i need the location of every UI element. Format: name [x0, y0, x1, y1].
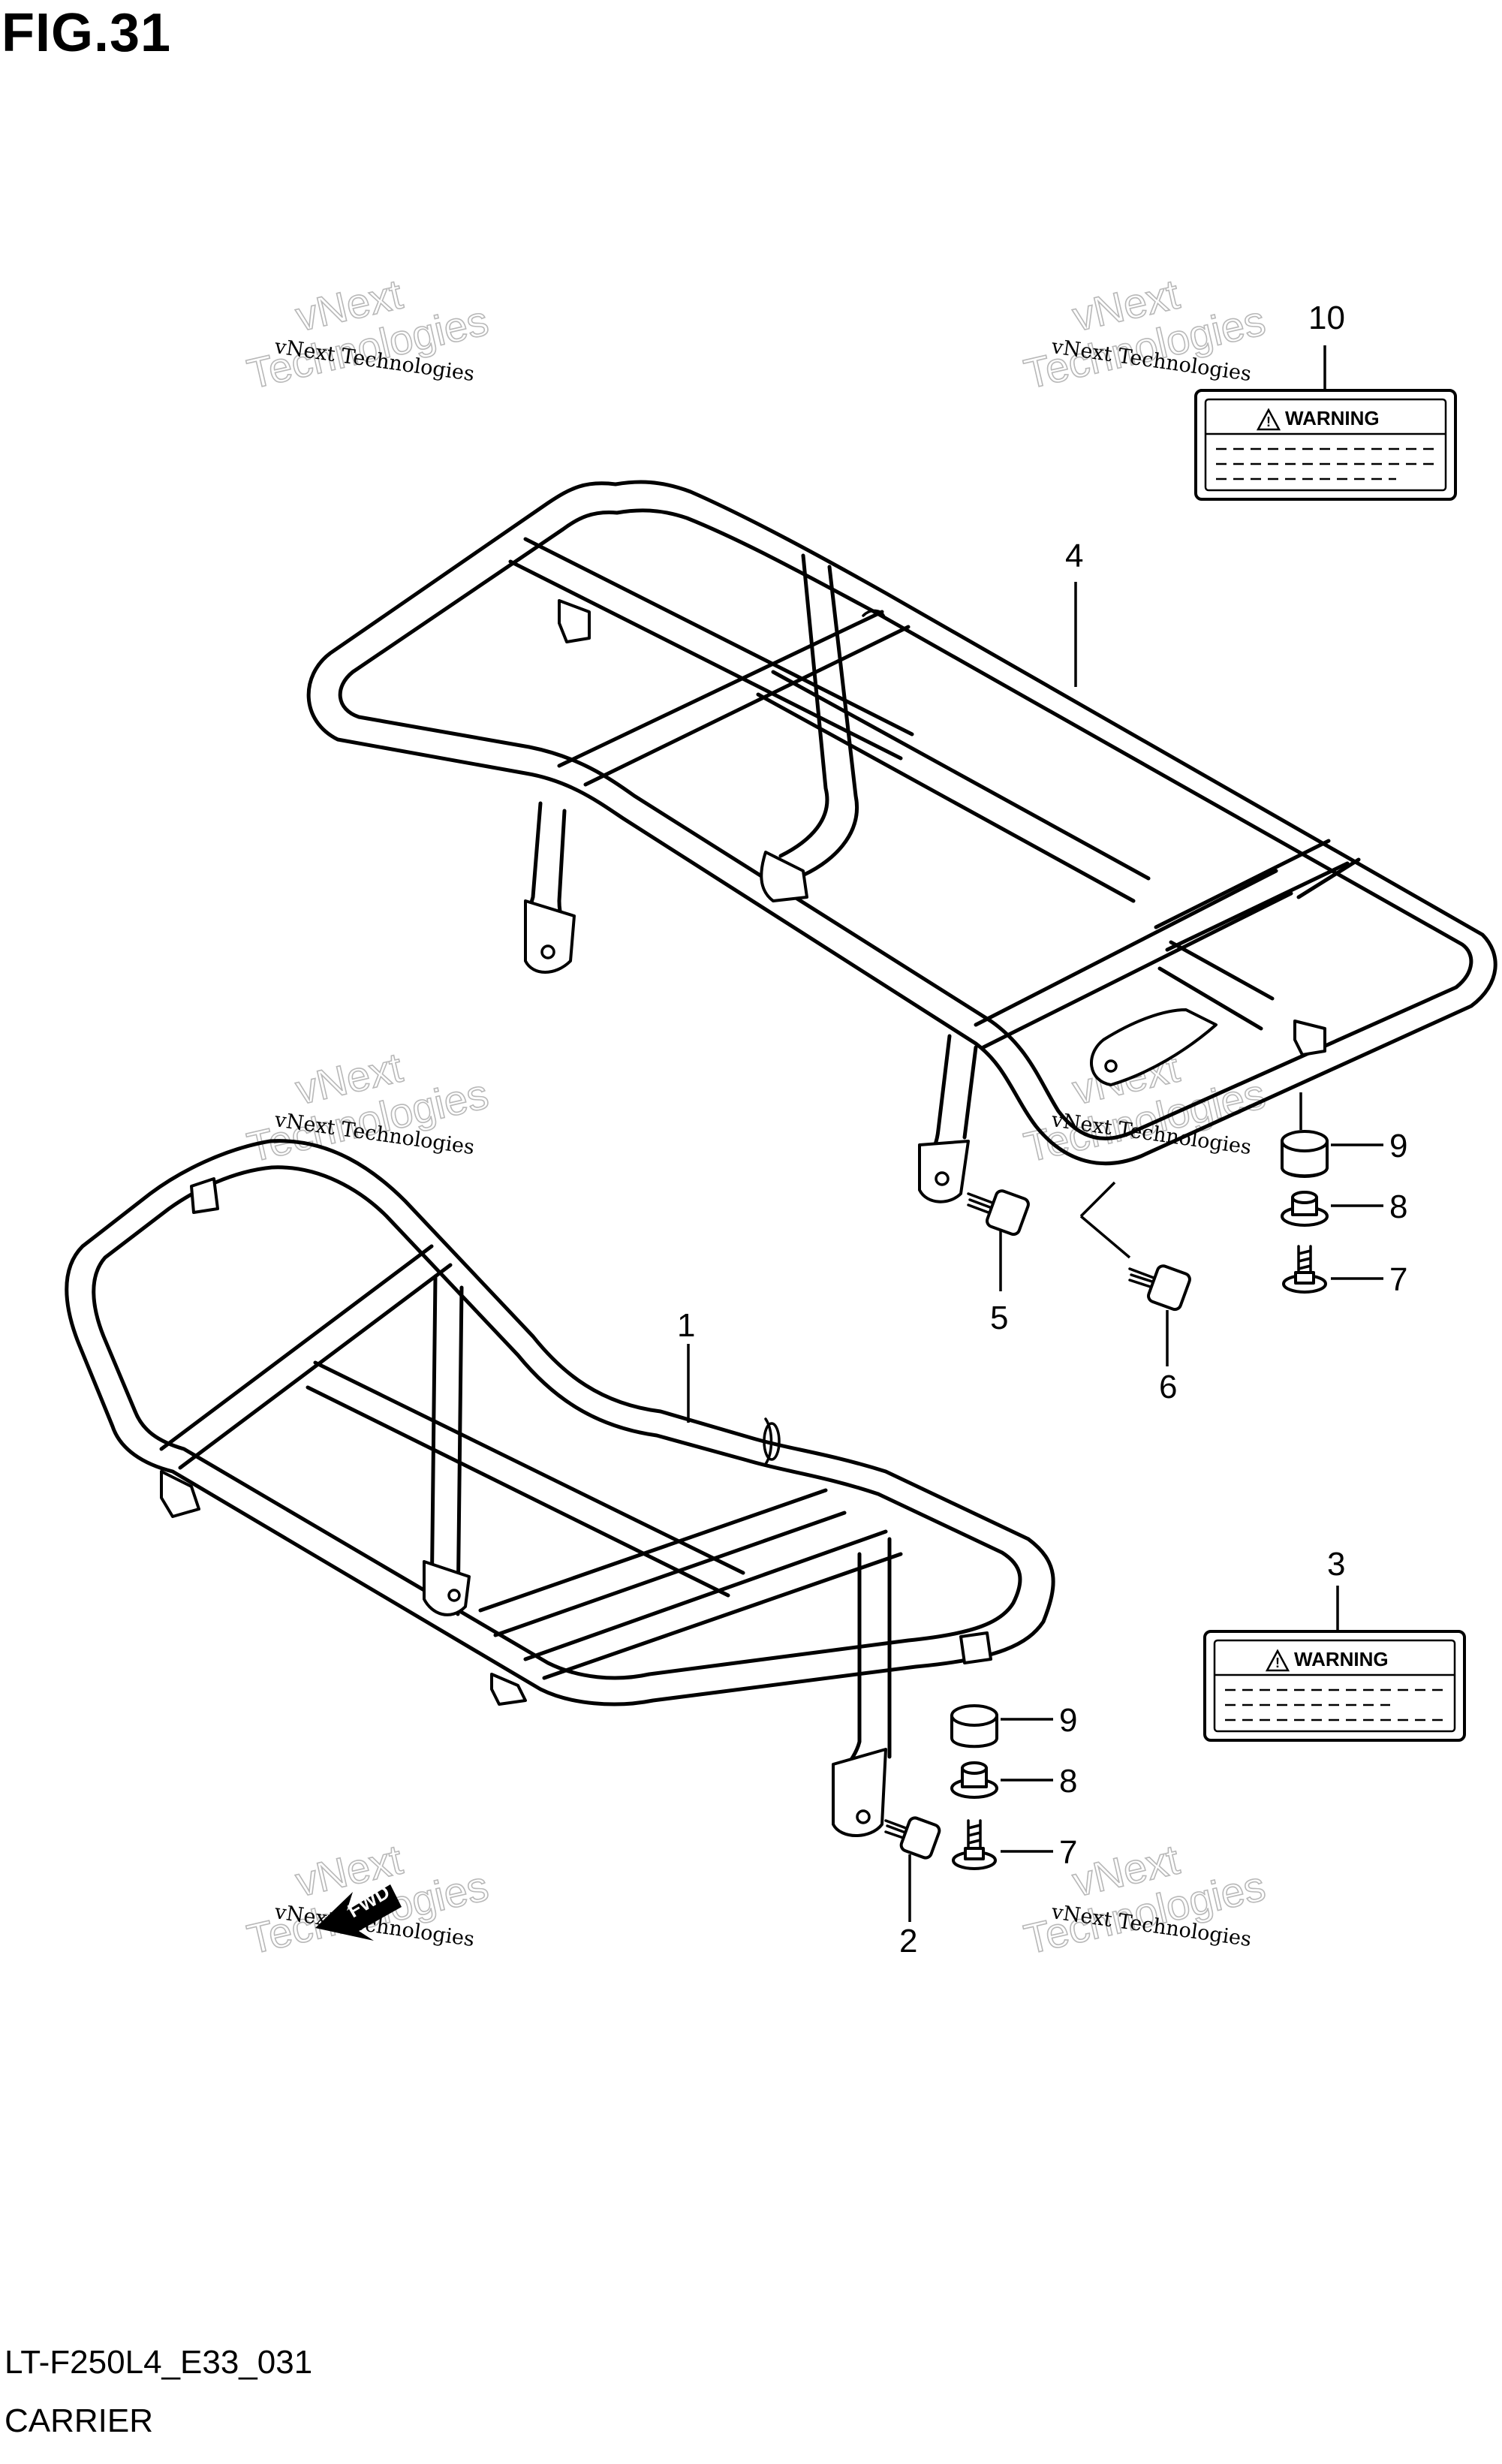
- warning-triangle-icon: [1256, 408, 1281, 431]
- screw-7-upper: [1282, 1245, 1327, 1294]
- front-carrier: [65, 1139, 1055, 1837]
- screw-7-lower: [952, 1819, 997, 1870]
- collar-8-upper: [1281, 1191, 1329, 1227]
- svg-text:!: !: [1266, 414, 1271, 429]
- callout-6: 6: [1159, 1369, 1177, 1405]
- svg-text:WARNING: WARNING: [1285, 407, 1380, 429]
- callout-3: 3: [1327, 1546, 1345, 1583]
- callout-10: 10: [1308, 300, 1345, 336]
- warning-triangle-icon: [1265, 1649, 1290, 1672]
- figure-code: LT-F250L4_E33_031: [5, 2344, 313, 2381]
- callout-8: 8: [1059, 1763, 1077, 1800]
- svg-text:WARNING: WARNING: [1294, 1648, 1389, 1670]
- callout-5: 5: [990, 1300, 1008, 1336]
- callout-9: 9: [1389, 1128, 1407, 1164]
- callout-9: 9: [1059, 1702, 1077, 1739]
- callout-7: 7: [1389, 1261, 1407, 1298]
- cushion-9-lower: [950, 1704, 998, 1749]
- watermark: vNext Technologies vNext Technologies: [242, 270, 493, 399]
- warning-label-10: ! WARNING: [1194, 389, 1457, 501]
- callout-2: 2: [899, 1923, 917, 1959]
- watermark: vNext Technologies vNext Technologies: [242, 1043, 493, 1172]
- page-title: FIG.31: [2, 3, 172, 63]
- rear-carrier: [306, 480, 1497, 1203]
- warning-label-3: ! WARNING: [1203, 1630, 1466, 1742]
- callout-8: 8: [1389, 1188, 1407, 1225]
- watermark: vNext Technologies vNext Technologies: [242, 1835, 493, 1964]
- leader-lines: [687, 345, 1383, 1922]
- callout-4: 4: [1065, 538, 1083, 574]
- callout-7: 7: [1059, 1834, 1077, 1871]
- bolt-2: [884, 1816, 941, 1860]
- bolt-6: [1128, 1264, 1191, 1312]
- collar-8-lower: [950, 1761, 998, 1799]
- callout-1: 1: [677, 1307, 695, 1344]
- cushion-9-upper: [1281, 1130, 1329, 1178]
- watermark: vNext Technologies vNext Technologies: [1019, 1835, 1270, 1964]
- svg-text:!: !: [1275, 1655, 1280, 1670]
- figure-name: CARRIER: [5, 2402, 154, 2439]
- watermark: vNext Technologies vNext Technologies: [1019, 270, 1270, 399]
- bolt-5: [967, 1189, 1030, 1237]
